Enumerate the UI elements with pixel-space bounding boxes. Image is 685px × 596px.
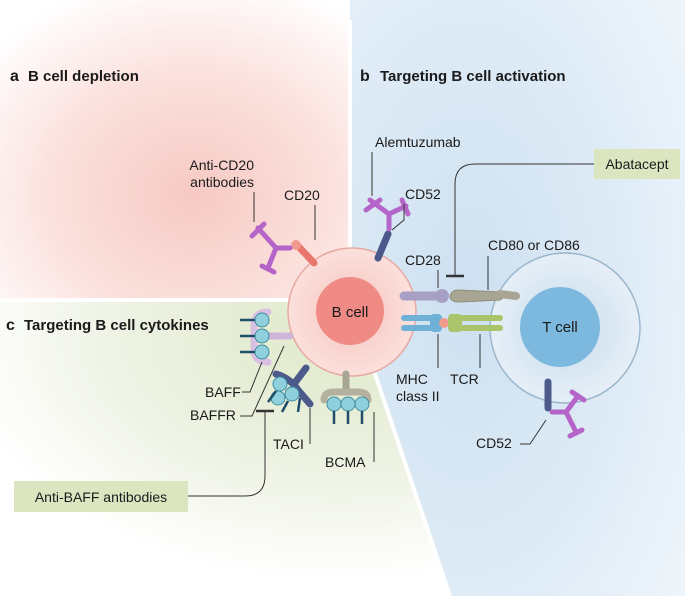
- b-cell-label: B cell: [332, 304, 369, 321]
- bcma-label: BCMA: [325, 454, 366, 470]
- section-b-letter: b: [360, 68, 370, 85]
- section-a-letter: a: [10, 68, 19, 85]
- bcma-receptor: [320, 370, 372, 404]
- abatacept-box: [594, 149, 680, 179]
- t-cell-label: T cell: [542, 319, 578, 336]
- cd52-bottom-leader: [520, 419, 547, 445]
- baff-label: BAFF: [205, 384, 241, 400]
- cd20-receptor: [291, 240, 318, 267]
- section-c-letter: c: [6, 317, 15, 334]
- section-a-title: B cell depletion: [28, 68, 139, 85]
- region-a-background: [0, 0, 350, 300]
- alemtuzumab-antibody-tcell-icon: [549, 389, 587, 439]
- alemtuzumab-label: Alemtuzumab: [375, 134, 461, 150]
- abatacept-label: Abatacept: [605, 156, 668, 172]
- tcr-receptor: [448, 314, 503, 332]
- alemtuzumab-antibody-icon: [363, 197, 411, 232]
- tcr-label: TCR: [450, 371, 479, 387]
- cd28-receptor: [399, 289, 449, 303]
- taci-label: TACI: [273, 436, 304, 452]
- baff-leader: [242, 361, 263, 393]
- cd52-top-leader: [391, 204, 405, 231]
- anti-cd20-label-line1: Anti-CD20: [189, 157, 254, 173]
- anti-baff-inhibit-line: [188, 412, 266, 497]
- anti-cd20-antibody-icon: [249, 221, 293, 275]
- anti-baff-label: Anti-BAFF antibodies: [35, 489, 167, 505]
- t-cell-nucleus: [520, 287, 600, 367]
- cd28-label: CD28: [405, 252, 441, 268]
- section-b-title: Targeting B cell activation: [380, 68, 566, 85]
- section-c-title: Targeting B cell cytokines: [24, 317, 209, 334]
- cd52-top-label: CD52: [405, 186, 441, 202]
- abatacept-inhibit-line: [454, 163, 594, 275]
- cd20-label: CD20: [284, 187, 320, 203]
- cd80-cd86-label: CD80 or CD86: [488, 237, 580, 253]
- bcma-ligand-trimer-icon: [326, 396, 370, 424]
- cd80-cd86-ligand: [449, 289, 520, 303]
- mhc-class-ii: [401, 314, 449, 332]
- mhc-label-line2: class II: [396, 388, 440, 404]
- mhc-label-line1: MHC: [396, 371, 428, 387]
- anti-cd20-label-line2: antibodies: [190, 174, 254, 190]
- b-cell-nucleus: [316, 277, 384, 345]
- baffr-label: BAFFR: [190, 407, 236, 423]
- baffr-leader: [240, 345, 285, 417]
- cd52-receptor-bcell: [374, 230, 392, 262]
- anti-baff-box: [14, 481, 188, 512]
- baff-trimer-icon: [240, 312, 270, 360]
- cd52-bottom-label: CD52: [476, 435, 512, 451]
- taci-ligand-trimer-icon: [266, 376, 302, 413]
